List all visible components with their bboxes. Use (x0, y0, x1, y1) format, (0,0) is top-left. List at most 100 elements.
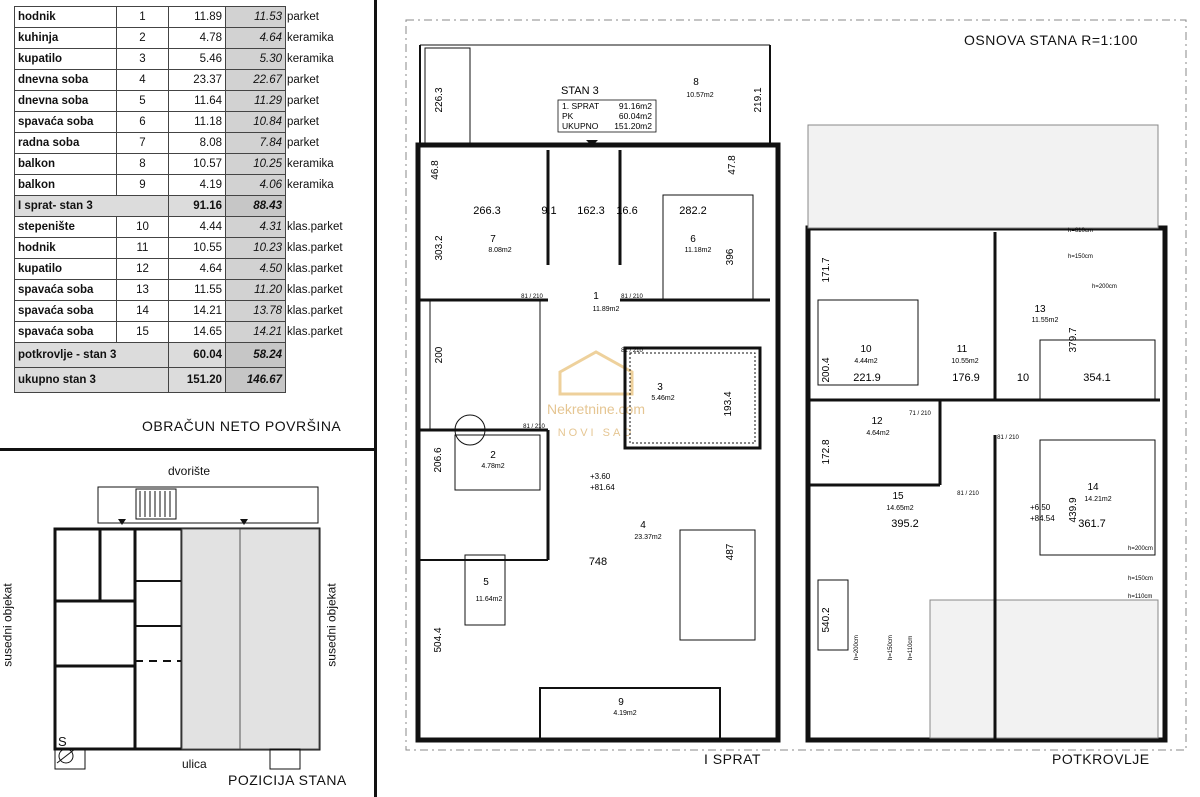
cell-num: 13 (116, 279, 169, 301)
height-label: h=150cm (1068, 254, 1093, 260)
position-left-label: susedni objekat (0, 583, 15, 667)
dimension-label: 221.9 (853, 372, 881, 384)
cell-net: 88.43 (225, 195, 286, 217)
cell-name: dnevna soba (14, 90, 117, 112)
dimension-label: 193.4 (723, 391, 734, 416)
dimension-label: 47.8 (727, 155, 738, 175)
cell-net: 10.84 (225, 111, 286, 133)
dimension-label: 162.3 (577, 205, 605, 217)
cell-net: 11.29 (225, 90, 286, 112)
summary-label: UKUPNO (562, 121, 599, 131)
cell-gross: 14.21 (168, 300, 226, 322)
cell-net: 13.78 (225, 300, 286, 322)
room-area: 11.89m2 (593, 306, 620, 313)
dimension-label: 439.9 (1068, 497, 1079, 522)
cell-num: 12 (116, 258, 169, 280)
dimension-label: 487 (725, 543, 736, 560)
summary-label: 1. SPRAT (562, 101, 599, 111)
height-label: h=150cm (888, 635, 894, 660)
cell-net: 4.31 (225, 216, 286, 238)
cell-num: 3 (116, 48, 169, 70)
dimension-label: 361.7 (1078, 518, 1106, 530)
cell-name: kuhinja (14, 27, 117, 49)
room-number: 3 (657, 382, 663, 393)
room-number: 11 (957, 344, 968, 355)
door-label: 81 / 210 (523, 424, 545, 430)
cell-gross: 23.37 (168, 69, 226, 91)
room-number: 6 (690, 234, 696, 245)
cell-name: spavaća soba (14, 279, 117, 301)
cell-floor: klas.parket (287, 242, 343, 254)
cell-num: 6 (116, 111, 169, 133)
cell-name: hodnik (14, 6, 117, 28)
position-right-label: susedni objekat (324, 583, 339, 667)
dimension-label: 206.6 (433, 447, 444, 472)
cell-name: potkrovlje - stan 3 (14, 342, 169, 368)
cell-gross: 11.18 (168, 111, 226, 133)
watermark: Nekretnine.com NOVI SAD (547, 350, 645, 439)
cell-num: 1 (116, 6, 169, 28)
horizontal-divider (0, 448, 374, 451)
door-label: 81 / 210 (621, 348, 643, 354)
cell-num: 2 (116, 27, 169, 49)
dimension-label: 200.4 (821, 357, 832, 382)
dimension-label: 9.1 (541, 205, 556, 217)
dimension-label: 46.8 (430, 160, 441, 180)
cell-gross: 11.64 (168, 90, 226, 112)
room-area: 4.44m2 (854, 358, 877, 365)
cell-floor: klas.parket (287, 326, 343, 338)
height-label: h=110cm (908, 636, 914, 660)
room-area: 11.18m2 (685, 247, 712, 254)
room-number: 7 (490, 234, 496, 245)
cell-floor (285, 195, 356, 217)
room-area: 23.37m2 (634, 534, 661, 541)
cell-gross: 11.55 (168, 279, 226, 301)
cell-floor: keramika (287, 32, 334, 44)
room-number: 4 (640, 520, 646, 531)
room-area: 4.78m2 (481, 463, 504, 470)
dimension-label: 16.6 (616, 205, 637, 217)
position-top-label: dvorište (168, 464, 211, 478)
cell-floor: keramika (287, 53, 334, 65)
cell-num: 4 (116, 69, 169, 91)
attic-walls (805, 124, 1168, 743)
position-plan (53, 486, 321, 770)
cell-floor: parket (287, 11, 319, 23)
vertical-divider (374, 0, 377, 797)
cell-net: 4.06 (225, 174, 286, 196)
cell-num: 7 (116, 132, 169, 154)
cell-floor: keramika (287, 158, 334, 170)
cell-name: stepenište (14, 216, 117, 238)
door-label: 81 / 210 (957, 491, 979, 497)
room-number: 2 (490, 450, 496, 461)
cell-net: 11.53 (225, 6, 286, 28)
cell-gross: 10.57 (168, 153, 226, 175)
room-area: 11.55m2 (1032, 317, 1059, 324)
cell-gross: 10.55 (168, 237, 226, 259)
cell-net: 4.50 (225, 258, 286, 280)
summary-value: 91.16m2 (619, 101, 652, 111)
summary-label: PK (562, 111, 574, 121)
door-label: 81 / 210 (521, 294, 543, 300)
door-label: 81 / 210 (621, 294, 643, 300)
room-number: 1 (593, 291, 599, 302)
room-area: 4.64m2 (866, 430, 889, 437)
level-label: +6.50 (1030, 503, 1051, 512)
cell-name: kupatilo (14, 258, 117, 280)
dimension-label: 226.3 (434, 87, 445, 112)
cell-net: 10.25 (225, 153, 286, 175)
cell-name: kupatilo (14, 48, 117, 70)
height-label: h=200cm (1092, 284, 1117, 290)
room-area: 10.55m2 (951, 358, 978, 365)
apartment-summary: STAN 3 1. SPRAT 91.16m2 PK 60.04m2 UKUPN… (557, 85, 657, 146)
room-number: 5 (483, 577, 489, 588)
